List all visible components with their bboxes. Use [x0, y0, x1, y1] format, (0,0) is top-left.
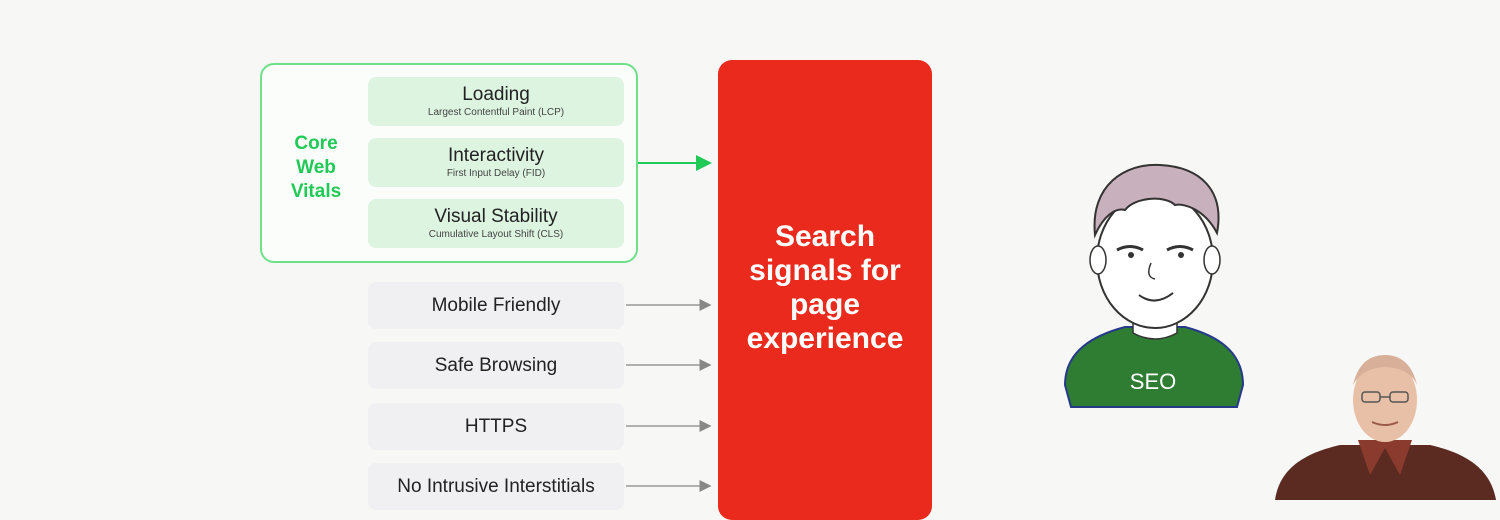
metric-subtitle: First Input Delay (FID) [446, 168, 546, 179]
cwv-label-line: Core [294, 133, 338, 154]
metric-title: Interactivity [447, 145, 545, 166]
metric-visual-stability: Visual Stability Cumulative Layout Shift… [368, 199, 624, 248]
page-experience-box: Search signals for page experience [718, 60, 932, 520]
metric-subtitle: Cumulative Layout Shift (CLS) [428, 229, 564, 240]
core-web-vitals-label: Core Web Vitals [270, 132, 362, 204]
metric-interactivity: Interactivity First Input Delay (FID) [368, 138, 624, 187]
cwv-label-line: Web [296, 157, 336, 178]
signal-mobile-friendly: Mobile Friendly [368, 282, 624, 329]
shirt-text: SEO [1129, 369, 1177, 394]
person-illustration [1063, 163, 1245, 408]
signal-https: HTTPS [368, 403, 624, 450]
signal-safe-browsing: Safe Browsing [368, 342, 624, 389]
metric-title: Visual Stability [434, 206, 558, 227]
cwv-label-line: Vitals [290, 181, 342, 202]
arrows-layer [626, 155, 712, 492]
metric-title: Loading [462, 84, 530, 105]
presenter-video [1270, 340, 1500, 500]
metric-loading: Loading Largest Contentful Paint (LCP) [368, 77, 624, 126]
page-experience-label: Search signals for page experience [746, 220, 904, 355]
metric-subtitle: Largest Contentful Paint (LCP) [427, 107, 565, 118]
